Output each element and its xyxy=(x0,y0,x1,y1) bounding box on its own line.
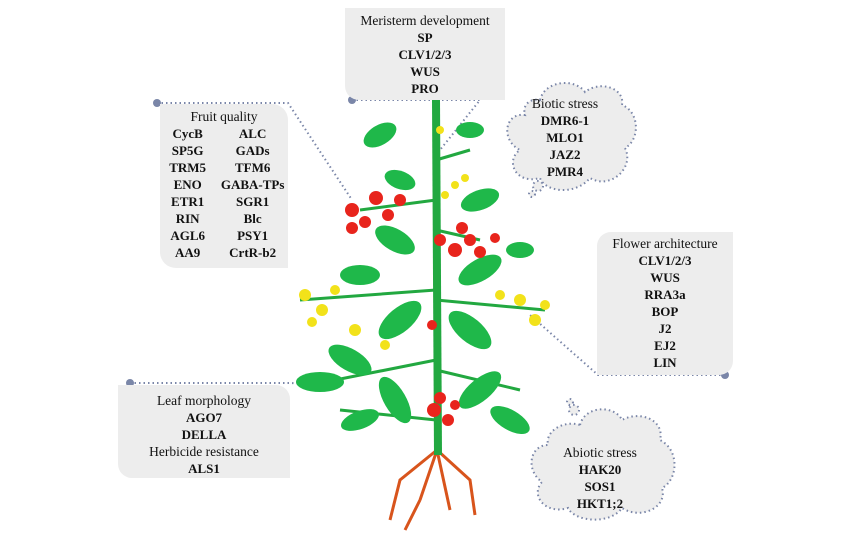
gene: TFM6 xyxy=(234,160,271,175)
gene: SOS1 xyxy=(584,479,616,494)
leaf-title: Leaf morphology xyxy=(156,393,252,408)
gene: Blc xyxy=(243,211,262,226)
tomato-plant-illustration xyxy=(296,100,550,531)
gene: TRM5 xyxy=(169,160,207,175)
gene: ALC xyxy=(238,126,267,141)
gene: RIN xyxy=(175,211,200,226)
gene: BOP xyxy=(651,304,679,319)
abiotic-title: Abiotic stress xyxy=(563,445,637,460)
biotic-cloud-shape xyxy=(506,81,637,198)
gene: CycB xyxy=(172,126,203,141)
fruit-quality-title: Fruit quality xyxy=(190,109,258,124)
flowers xyxy=(299,126,550,350)
gene: PRO xyxy=(411,81,439,96)
gene: AGO7 xyxy=(185,410,223,425)
gene: EJ2 xyxy=(654,338,676,353)
flower-architecture-box: Flower architecture CLV1/2/3 WUS RRA3a B… xyxy=(597,232,733,375)
gene: ENO xyxy=(173,177,202,192)
gene: ALS1 xyxy=(188,461,220,476)
connector-lines xyxy=(130,99,725,386)
gene: SGR1 xyxy=(236,194,270,209)
gene: RRA3a xyxy=(644,287,686,302)
gene: JAZ2 xyxy=(549,147,581,162)
gene: HAK20 xyxy=(578,462,622,477)
herbicide-title: Herbicide resistance xyxy=(149,444,259,459)
gene: LIN xyxy=(653,355,677,370)
gene: SP xyxy=(417,30,433,45)
meristem-title: Meristerm development xyxy=(360,13,490,28)
stem xyxy=(432,100,442,455)
gene: PMR4 xyxy=(546,164,584,179)
gene: GADs xyxy=(235,143,270,158)
gene: J2 xyxy=(658,321,672,336)
meristem-development-box: Meristerm development SP CLV1/2/3 WUS PR… xyxy=(345,8,505,100)
gene: AGL6 xyxy=(170,228,205,243)
gene: DMR6-1 xyxy=(540,113,590,128)
gene: DELLA xyxy=(181,427,227,442)
biotic-title: Biotic stress xyxy=(531,96,599,111)
gene: CLV1/2/3 xyxy=(638,253,692,268)
gene: WUS xyxy=(650,270,680,285)
gene: AA9 xyxy=(175,245,201,260)
gene: SP5G xyxy=(171,143,204,158)
flower-title: Flower architecture xyxy=(612,236,718,251)
tomatoes xyxy=(345,191,500,426)
abiotic-cloud-shape xyxy=(530,398,676,521)
gene: CrtR-b2 xyxy=(229,245,277,260)
leaves xyxy=(296,122,534,434)
gene: CLV1/2/3 xyxy=(398,47,452,62)
gene: WUS xyxy=(410,64,440,79)
leaf-morphology-box: Leaf morphology AGO7 DELLA Herbicide res… xyxy=(118,385,290,478)
abiotic-stress-text: Abiotic stress HAK20 SOS1 HKT1;2 xyxy=(550,444,650,512)
gene: HKT1;2 xyxy=(576,496,624,511)
gene: PSY1 xyxy=(237,228,269,243)
gene: GABA-TPs xyxy=(220,177,285,192)
biotic-stress-text: Biotic stress DMR6-1 MLO1 JAZ2 PMR4 xyxy=(515,95,615,180)
gene: ETR1 xyxy=(171,194,205,209)
gene: MLO1 xyxy=(546,130,584,145)
roots xyxy=(388,448,477,531)
